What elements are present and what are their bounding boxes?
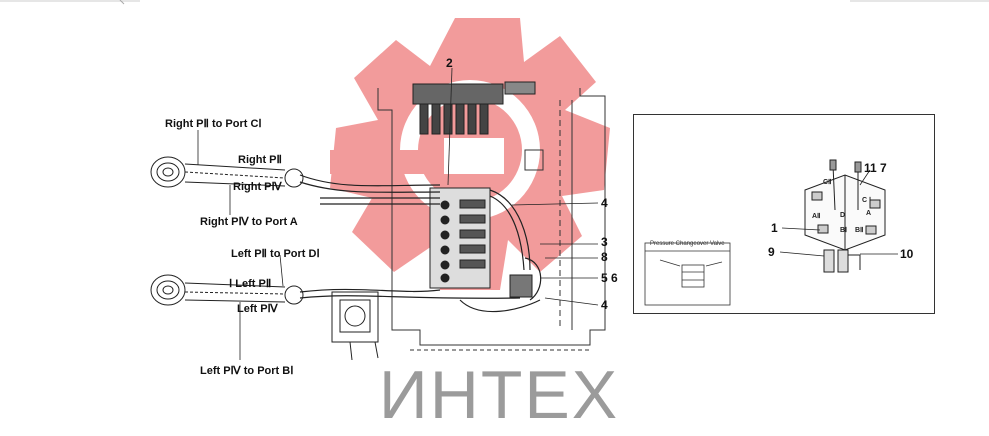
callout-4-bottom: 4 [601,298,608,312]
label-right-p4-to-port-a: Right PⅣ to Port A [200,216,298,228]
main-manifold [429,187,533,298]
port-b2: BⅡ [855,227,864,234]
label-right-p2-to-port-c1: Right PⅡ to Port CⅠ [165,118,262,130]
callout-8: 8 [601,250,608,264]
callout-5-6: 5 6 [601,271,618,285]
port-a1: A [866,210,872,217]
port-d: D [840,212,846,219]
right-lift-arm [150,156,304,188]
watermark-text: ИНТЕХ [378,357,620,433]
callout-4-top: 4 [601,196,608,210]
label-left-p2-to-port-d1: Left PⅡ to Port DⅠ [231,248,320,260]
label-right-p2: Right PⅡ [238,154,282,166]
port-b1: BⅠ [840,227,848,234]
label-left-p2: Ⅰ Left PⅡ [229,278,272,290]
label-right-p4: Right PⅣ [233,181,282,193]
top-valve-bank [412,81,536,135]
motor-block [331,291,379,361]
pressure-changeover-title: Pressure Changeover Valve [650,241,725,247]
port-c2: CⅡ [823,179,832,186]
leader-lines [197,67,599,360]
inset-panel [633,114,935,314]
hoses [299,174,542,313]
label-left-p4-to-port-b1: Left PⅣ to Port BⅠ [200,365,294,377]
callout-2: 2 [446,56,453,70]
callout-1: 1 [771,221,778,235]
callout-10: 10 [900,247,914,261]
frame-outline [377,88,606,351]
label-left-p4: Left PⅣ [237,303,278,315]
port-c1: C Ⅰ [862,197,872,204]
port-a2: AⅡ [812,213,821,220]
left-lift-arm [150,274,304,306]
callout-3: 3 [601,235,608,249]
callout-11-7: 11 7 [864,161,887,175]
callout-9: 9 [768,245,775,259]
